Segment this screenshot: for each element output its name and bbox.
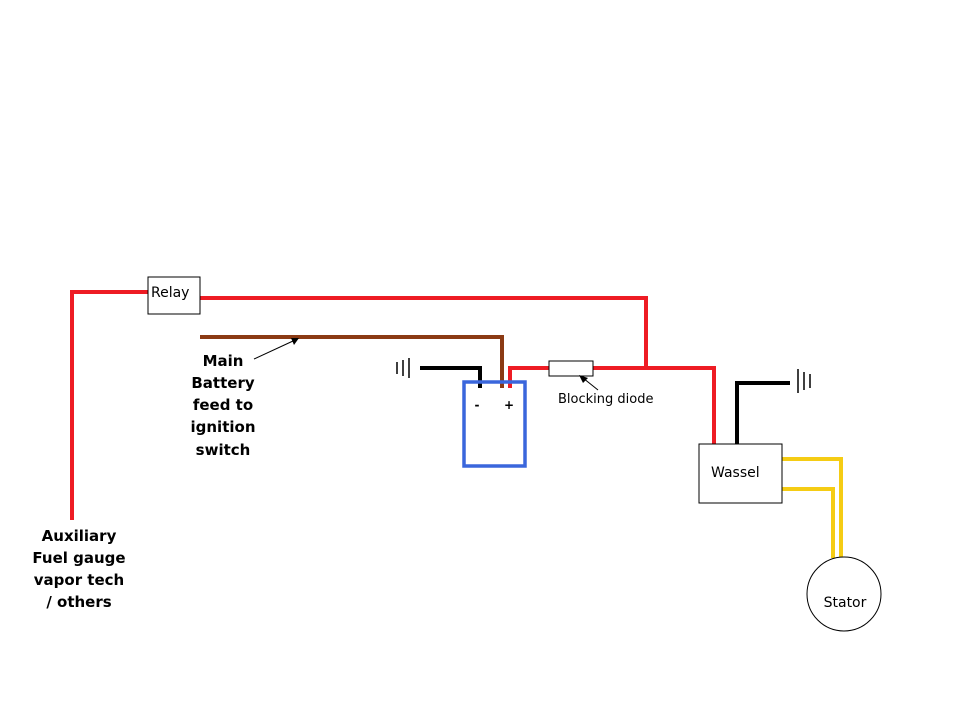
main-feed-label-line: switch	[196, 441, 251, 459]
battery-plus-label: +	[504, 398, 514, 412]
main-feed-label-line: ignition	[191, 418, 256, 436]
auxiliary-label-line: Auxiliary	[42, 527, 117, 545]
main-feed-pointer-line	[253, 340, 294, 360]
aux-feed-wire	[70, 290, 148, 520]
relay-box	[147, 276, 201, 315]
main-feed-label-line: Main	[203, 352, 244, 370]
battery-ground-symbol	[396, 358, 410, 378]
main-feed-label-line: Battery	[191, 374, 254, 392]
battery-box	[462, 380, 527, 468]
main-feed-wire	[200, 335, 504, 388]
blocking-diode	[548, 360, 594, 377]
red-wires	[70, 290, 716, 520]
stator-circle	[806, 556, 882, 632]
wassel-box	[698, 443, 783, 504]
battery-ground-wire	[420, 366, 482, 388]
relay-to-junction-wire	[200, 296, 648, 368]
wassel-ground-wire	[735, 381, 790, 444]
blocking-diode-label: Blocking diode	[558, 392, 653, 407]
diode-pointer-arrowhead	[579, 375, 588, 383]
main-feed-pointer-arrowhead	[291, 338, 299, 345]
auxiliary-label-line: Fuel gauge	[32, 549, 125, 567]
auxiliary-label-line: / others	[46, 593, 111, 611]
auxiliary-label: Auxiliary Fuel gauge vapor tech / others	[32, 527, 125, 611]
relay-label: Relay	[151, 285, 189, 301]
stator-wire-2	[782, 487, 835, 558]
stator-wire-1	[782, 457, 843, 558]
wassel-ground-symbol	[797, 369, 811, 393]
battery-minus-label: -	[475, 398, 480, 412]
battery-plus-to-wassel-wire	[508, 366, 716, 444]
stator-wires	[782, 457, 843, 558]
main-feed-label: Main Battery feed to ignition switch	[191, 352, 256, 459]
stator-label: Stator	[824, 595, 867, 611]
auxiliary-label-line: vapor tech	[34, 571, 124, 589]
wassel-label: Wassel	[711, 465, 760, 481]
main-feed-label-line: feed to	[193, 396, 253, 414]
